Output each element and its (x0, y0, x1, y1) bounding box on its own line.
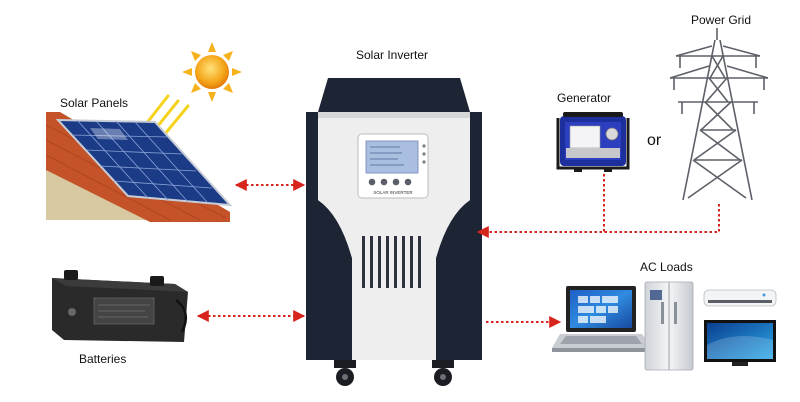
power-tower-icon (669, 28, 769, 201)
inverter-icon: SOLAR INVERTER (306, 78, 482, 386)
air-conditioner-icon (703, 289, 777, 307)
television-icon (704, 320, 776, 366)
label-solar-panels: Solar Panels (60, 96, 129, 110)
inverter-panel-text: SOLAR INVERTER (373, 190, 413, 195)
arrow-generator-to-inverter (476, 174, 605, 238)
label-or: or (647, 132, 662, 149)
battery-icon (52, 270, 188, 342)
label-generator: Generator (557, 91, 612, 105)
refrigerator-icon (644, 281, 694, 371)
label-solar-inverter: Solar Inverter (356, 48, 429, 62)
generator-icon (556, 112, 630, 172)
label-power-grid: Power Grid (691, 13, 752, 27)
arrow-grid-to-inverter (604, 204, 720, 233)
label-ac-loads: AC Loads (640, 260, 693, 274)
flow-connections (196, 174, 720, 328)
solar-panel-icon (45, 112, 233, 222)
label-batteries: Batteries (79, 352, 127, 366)
laptop-icon (552, 286, 652, 352)
